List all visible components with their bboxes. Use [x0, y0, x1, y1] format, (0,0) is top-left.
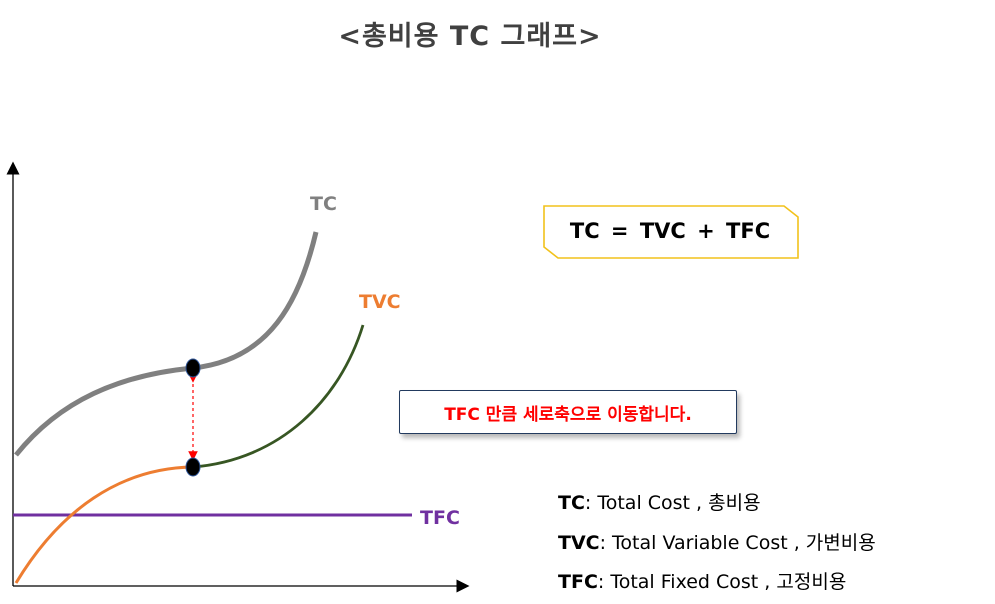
legend-abbr: TC — [558, 492, 585, 514]
legend-item-tvc: TVC: Total Variable Cost , 가변비용 — [558, 528, 876, 555]
tc-point — [185, 358, 201, 378]
shift-note: TFC 만큼 세로축으로 이동합니다. — [399, 390, 737, 434]
legend-abbr: TVC — [558, 532, 600, 554]
page-title: <총비용 TC 그래프> — [338, 21, 602, 52]
legend-desc: : Total Variable Cost , 가변비용 — [599, 532, 876, 554]
tvc-point — [185, 457, 201, 477]
tfc-label: TFC — [420, 507, 460, 529]
legend-item-tc: TC: Total Cost , 총비용 — [558, 488, 761, 515]
tc-label: TC — [310, 193, 337, 215]
tc-curve — [14, 231, 319, 457]
tvc-label: TVC — [359, 291, 401, 313]
formula-box-border — [543, 205, 799, 259]
legend-abbr: TFC — [558, 571, 598, 593]
legend-desc: : Total Fixed Cost , 고정비용 — [597, 571, 847, 593]
legend-desc: : Total Cost , 총비용 — [584, 492, 761, 514]
legend-item-tfc: TFC: Total Fixed Cost , 고정비용 — [558, 567, 846, 594]
tvc-curve-upper — [192, 324, 365, 469]
tvc-curve-lower — [14, 465, 194, 584]
formula-box: TC = TVC + TFC — [569, 219, 771, 243]
